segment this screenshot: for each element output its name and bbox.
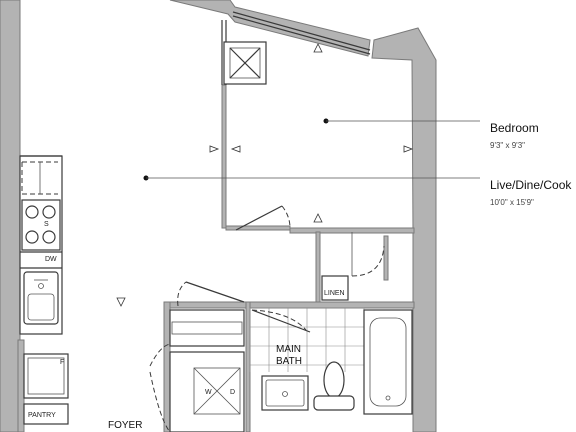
kitchen-sink	[23, 271, 59, 325]
closet-doors	[149, 281, 245, 367]
bedroom-dimensions: 9'3" x 9'3"	[490, 141, 525, 150]
bedroom-label: Bedroom	[490, 121, 539, 135]
dryer-label: D	[230, 389, 235, 396]
bath-door	[251, 309, 311, 333]
fridge-label: F	[60, 359, 64, 366]
pantry-box	[23, 403, 69, 425]
bath-tiles	[249, 307, 365, 372]
pantry-label: PANTRY	[28, 412, 56, 419]
stove-label: S	[44, 221, 49, 228]
foyer-label: FOYER	[108, 420, 142, 431]
kitchen-counter	[19, 155, 63, 335]
vanity	[261, 375, 309, 411]
bedroom-door	[235, 205, 291, 231]
bathtub	[363, 309, 413, 415]
washer-dryer	[149, 351, 245, 432]
linen-label: LINEN	[324, 290, 345, 297]
main-bath-label-1: MAIN	[276, 344, 301, 355]
leader-lines	[143, 118, 480, 181]
living-dimensions: 10'0" x 15'9"	[490, 198, 534, 207]
toilet	[313, 361, 355, 411]
exterior-walls	[0, 0, 437, 432]
fridge	[23, 353, 69, 399]
main-bath-label-2: BATH	[276, 356, 302, 367]
direction-markers	[116, 43, 414, 307]
duct-shaft	[223, 41, 267, 85]
stove	[21, 199, 61, 251]
dishwasher-label: DW	[45, 256, 57, 263]
washer-label: W	[205, 389, 212, 396]
linen-closet	[321, 232, 385, 301]
living-label: Live/Dine/Cook	[490, 178, 572, 192]
